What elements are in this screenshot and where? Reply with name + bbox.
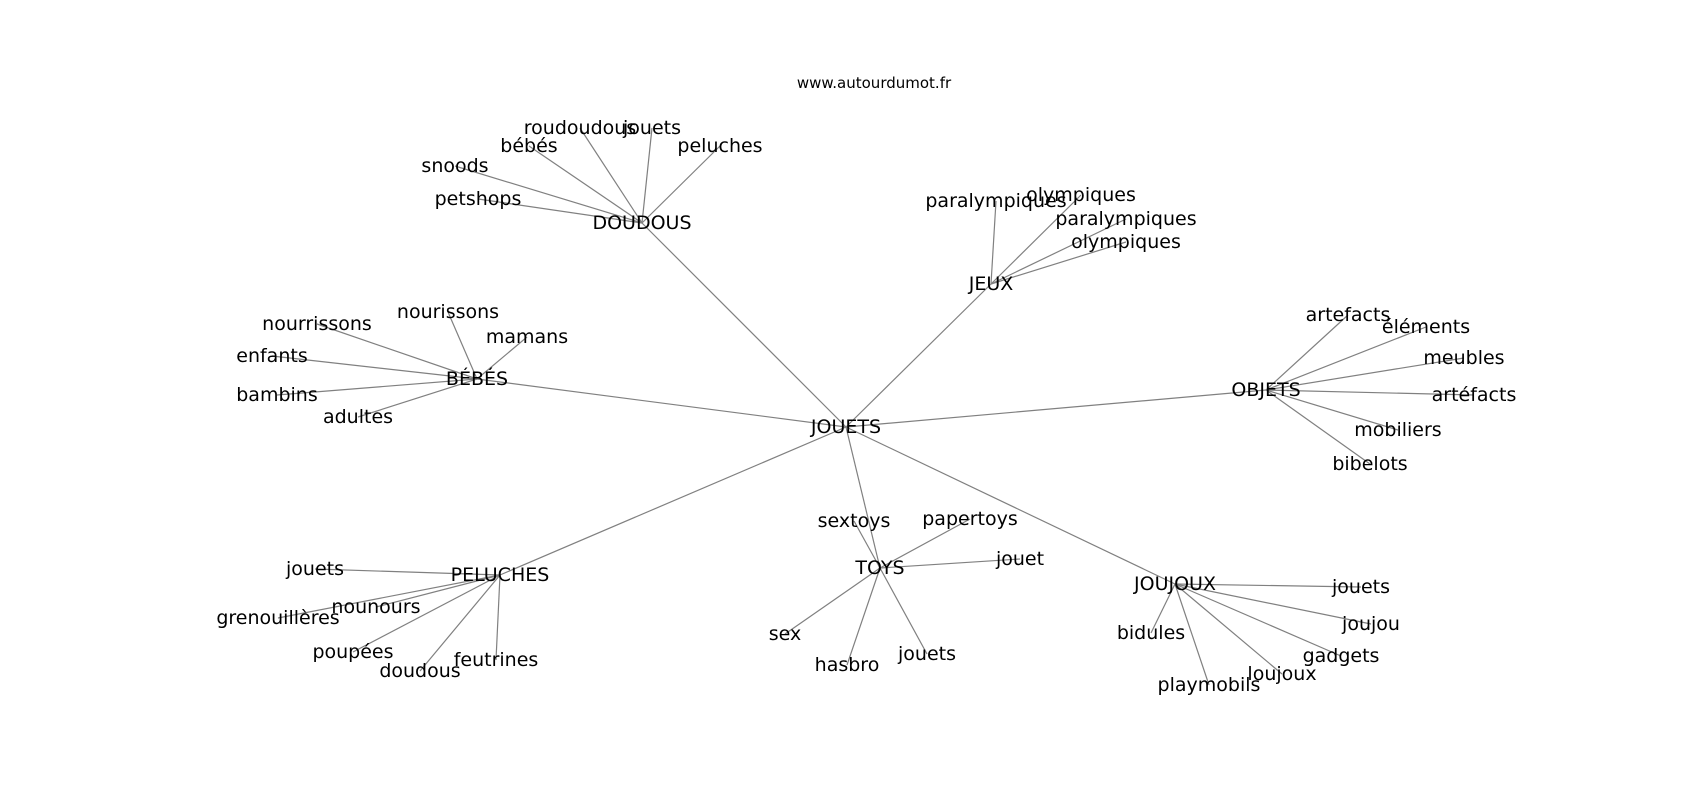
leaf-word-bebes: enfants [236, 345, 307, 367]
edge-doudous-leaf [528, 145, 643, 224]
edge-joujoux-leaf [1174, 583, 1283, 675]
edge-toys-leaf [879, 518, 971, 569]
leaf-word-peluches: jouets [285, 558, 344, 580]
cluster-node-objets: OBJETS [1231, 379, 1300, 401]
leaf-word-bebes: nourissons [397, 301, 499, 323]
leaf-word-bebes: nourrissons [262, 313, 372, 335]
edge-root-joujoux [845, 426, 1176, 585]
edge-peluches-leaf [314, 568, 501, 576]
leaf-word-peluches: grenouillères [216, 607, 339, 629]
edge-joujoux-leaf [1174, 583, 1362, 588]
edge-jeux-leaf [990, 241, 1127, 285]
leaf-word-joujoux: jouets [1331, 576, 1390, 598]
edge-bebes-leaf [271, 355, 478, 380]
edge-peluches-leaf [495, 574, 501, 661]
edge-toys-leaf [879, 567, 928, 655]
graph-edges [271, 127, 1475, 686]
leaf-word-jeux: paralympiques [1055, 208, 1196, 230]
leaf-word-doudous: jouets [622, 117, 681, 139]
edge-bebes-leaf [447, 311, 478, 380]
leaf-word-doudous: roudoudous [524, 117, 636, 139]
edge-root-doudous [641, 222, 847, 428]
leaf-word-objets: mobiliers [1354, 419, 1441, 441]
edge-peluches-leaf [419, 574, 501, 672]
leaf-word-objets: meubles [1423, 347, 1504, 369]
edge-bebes-leaf [316, 323, 478, 380]
edge-root-bebes [476, 378, 847, 428]
leaf-word-objets: artéfacts [1432, 384, 1517, 406]
leaf-word-jeux: paralympiques [925, 190, 1066, 212]
cluster-node-bebes: BÉBÉS [446, 367, 508, 390]
leaf-word-doudous: bébés [500, 135, 557, 157]
edge-doudous-leaf [641, 127, 653, 224]
edge-objets-leaf [1265, 357, 1465, 391]
cluster-node-joujoux: JOUJOUX [1133, 573, 1216, 595]
edge-toys-leaf [784, 567, 881, 635]
edge-root-jeux [845, 283, 992, 428]
edge-root-toys [845, 426, 881, 569]
leaf-word-peluches: doudous [379, 660, 460, 682]
edge-bebes-leaf [476, 336, 528, 380]
leaf-word-toys: sex [769, 623, 802, 645]
edge-bebes-leaf [276, 378, 478, 396]
edge-peluches-leaf [375, 574, 501, 608]
edge-peluches-leaf [277, 574, 501, 619]
edge-joujoux-leaf [1174, 583, 1342, 657]
leaf-word-joujoux: gadgets [1303, 645, 1380, 667]
edge-objets-leaf [1265, 389, 1399, 431]
edge-toys-leaf [846, 567, 881, 666]
site-url: www.autourdumot.fr [797, 74, 952, 92]
cluster-node-doudous: DOUDOUS [592, 212, 691, 234]
edge-objets-leaf [1265, 389, 1475, 396]
leaf-word-bebes: adultes [323, 406, 393, 428]
edge-root-objets [845, 389, 1267, 428]
leaf-word-bebes: bambins [236, 384, 318, 406]
edge-joujoux-leaf [1150, 583, 1176, 634]
cluster-node-toys: TOYS [854, 557, 904, 579]
edge-objets-leaf [1265, 326, 1427, 391]
cluster-node-peluches: PELUCHES [451, 564, 550, 586]
leaf-word-joujoux: joujou [1341, 613, 1400, 635]
leaf-word-toys: jouets [897, 643, 956, 665]
edge-joujoux-leaf [1174, 583, 1372, 625]
edge-jeux-leaf [990, 218, 1127, 285]
edge-doudous-leaf [641, 145, 721, 224]
edge-bebes-leaf [357, 378, 478, 418]
edge-toys-leaf [879, 558, 1021, 569]
leaf-word-toys: sextoys [818, 510, 891, 532]
leaf-word-toys: hasbro [815, 654, 880, 676]
leaf-word-peluches: nounours [331, 596, 420, 618]
leaf-word-jeux: olympiques [1026, 184, 1136, 206]
leaf-word-toys: papertoys [922, 508, 1017, 530]
leaf-word-bebes: mamans [486, 326, 568, 348]
leaf-word-joujoux: loujoux [1247, 663, 1316, 685]
leaf-word-peluches: feutrines [454, 649, 539, 671]
root-node-label: JOUETS [810, 416, 881, 438]
leaf-word-objets: artefacts [1306, 304, 1391, 326]
leaf-word-doudous: peluches [677, 135, 762, 157]
edge-jeux-leaf [990, 194, 1082, 285]
leaf-word-joujoux: playmobils [1158, 674, 1261, 696]
leaf-word-jeux: olympiques [1071, 231, 1181, 253]
leaf-word-doudous: petshops [435, 188, 522, 210]
edge-toys-leaf [853, 520, 881, 569]
leaf-word-objets: bibelots [1332, 453, 1407, 475]
leaf-word-peluches: poupées [312, 641, 393, 663]
edge-objets-leaf [1265, 389, 1371, 465]
edge-doudous-leaf [477, 198, 643, 224]
graph-labels: www.autourdumot.fr JOUETS DOUDOUS roudoudo… [216, 74, 1516, 696]
edge-doudous-leaf [454, 165, 643, 224]
cluster-node-jeux: JEUX [968, 273, 1014, 295]
leaf-word-doudous: snoods [421, 155, 488, 177]
edge-doudous-leaf [579, 127, 643, 224]
leaf-word-joujoux: bidules [1117, 622, 1185, 644]
leaf-word-toys: jouet [995, 548, 1044, 570]
edge-peluches-leaf [352, 574, 501, 653]
edge-root-peluches [499, 426, 847, 576]
edge-jeux-leaf [990, 200, 997, 285]
edge-joujoux-leaf [1174, 583, 1210, 686]
leaf-word-objets: éléments [1382, 316, 1470, 338]
edge-objets-leaf [1265, 314, 1349, 391]
